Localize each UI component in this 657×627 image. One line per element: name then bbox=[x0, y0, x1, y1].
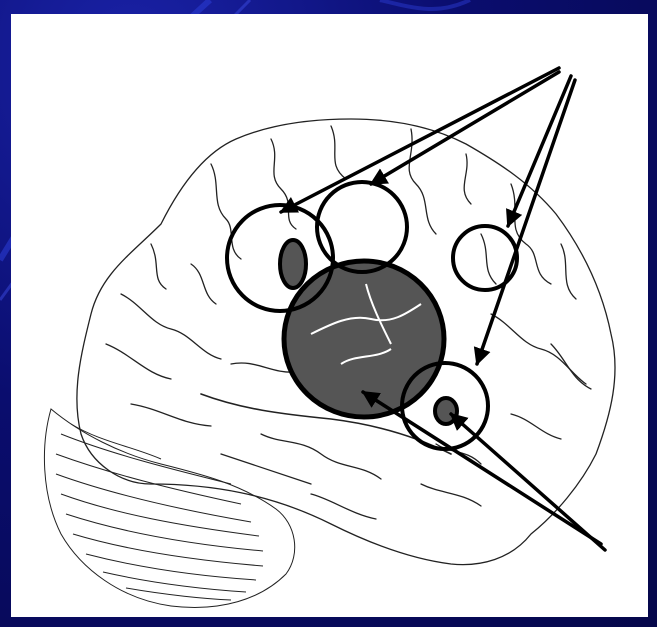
arrow-to-large-central bbox=[363, 392, 601, 544]
upper-central-circle bbox=[317, 182, 407, 272]
arrow-to-lower-right-spot bbox=[451, 414, 605, 550]
brain-diagram bbox=[11, 14, 648, 617]
lower-right-spot bbox=[435, 398, 457, 424]
arrow-to-left-frontal bbox=[281, 68, 559, 212]
left-frontal-spot bbox=[280, 240, 306, 288]
arrow-to-lower-right bbox=[477, 80, 575, 364]
cerebellum bbox=[44, 409, 294, 607]
brain-diagram-panel bbox=[11, 14, 648, 617]
